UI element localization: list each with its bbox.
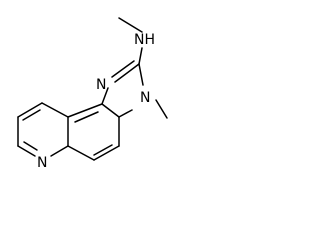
- atom-n-methyl: N: [140, 90, 150, 106]
- bond-c9a-c9b: [67, 103, 103, 118]
- atom-n-imidazole-top: N: [96, 77, 106, 93]
- bond-c2-n3: [138, 63, 144, 86]
- bond-c7-n6-double-b: [23, 141, 38, 151]
- bond-c2-n1-double-a: [114, 63, 140, 83]
- bond-n3-c3a: [118, 109, 133, 118]
- bond-nh-c2: [138, 47, 143, 65]
- bonds: [17, 17, 168, 161]
- atom-labels: N NH N N: [37, 32, 155, 171]
- bond-methyl-nh: [118, 17, 143, 33]
- bond-c9a-c9b-inner: [74, 111, 99, 123]
- atom-n-pyridine: N: [37, 155, 47, 171]
- bond-n1-c9b: [101, 87, 109, 105]
- bond-c5-c5a: [67, 145, 95, 161]
- bond-c9b-c3a: [101, 103, 120, 118]
- bond-c9-c8-double-b: [22, 109, 41, 121]
- bond-c4-c5-double-b: [93, 144, 113, 156]
- bond-n6-c5a: [50, 145, 69, 157]
- bond-c7-n6-double-a: [17, 145, 36, 157]
- bond-c9a-c9: [41, 102, 69, 118]
- structure-diagram: N NH N N: [17, 17, 168, 171]
- bond-n3-methyl: [155, 99, 168, 119]
- bond-c4-c5-double-a: [93, 145, 120, 161]
- atom-nh-amine: NH: [134, 32, 155, 48]
- bond-c9-c8-double-a: [17, 102, 43, 118]
- bond-c2-n1-double-b: [111, 60, 135, 78]
